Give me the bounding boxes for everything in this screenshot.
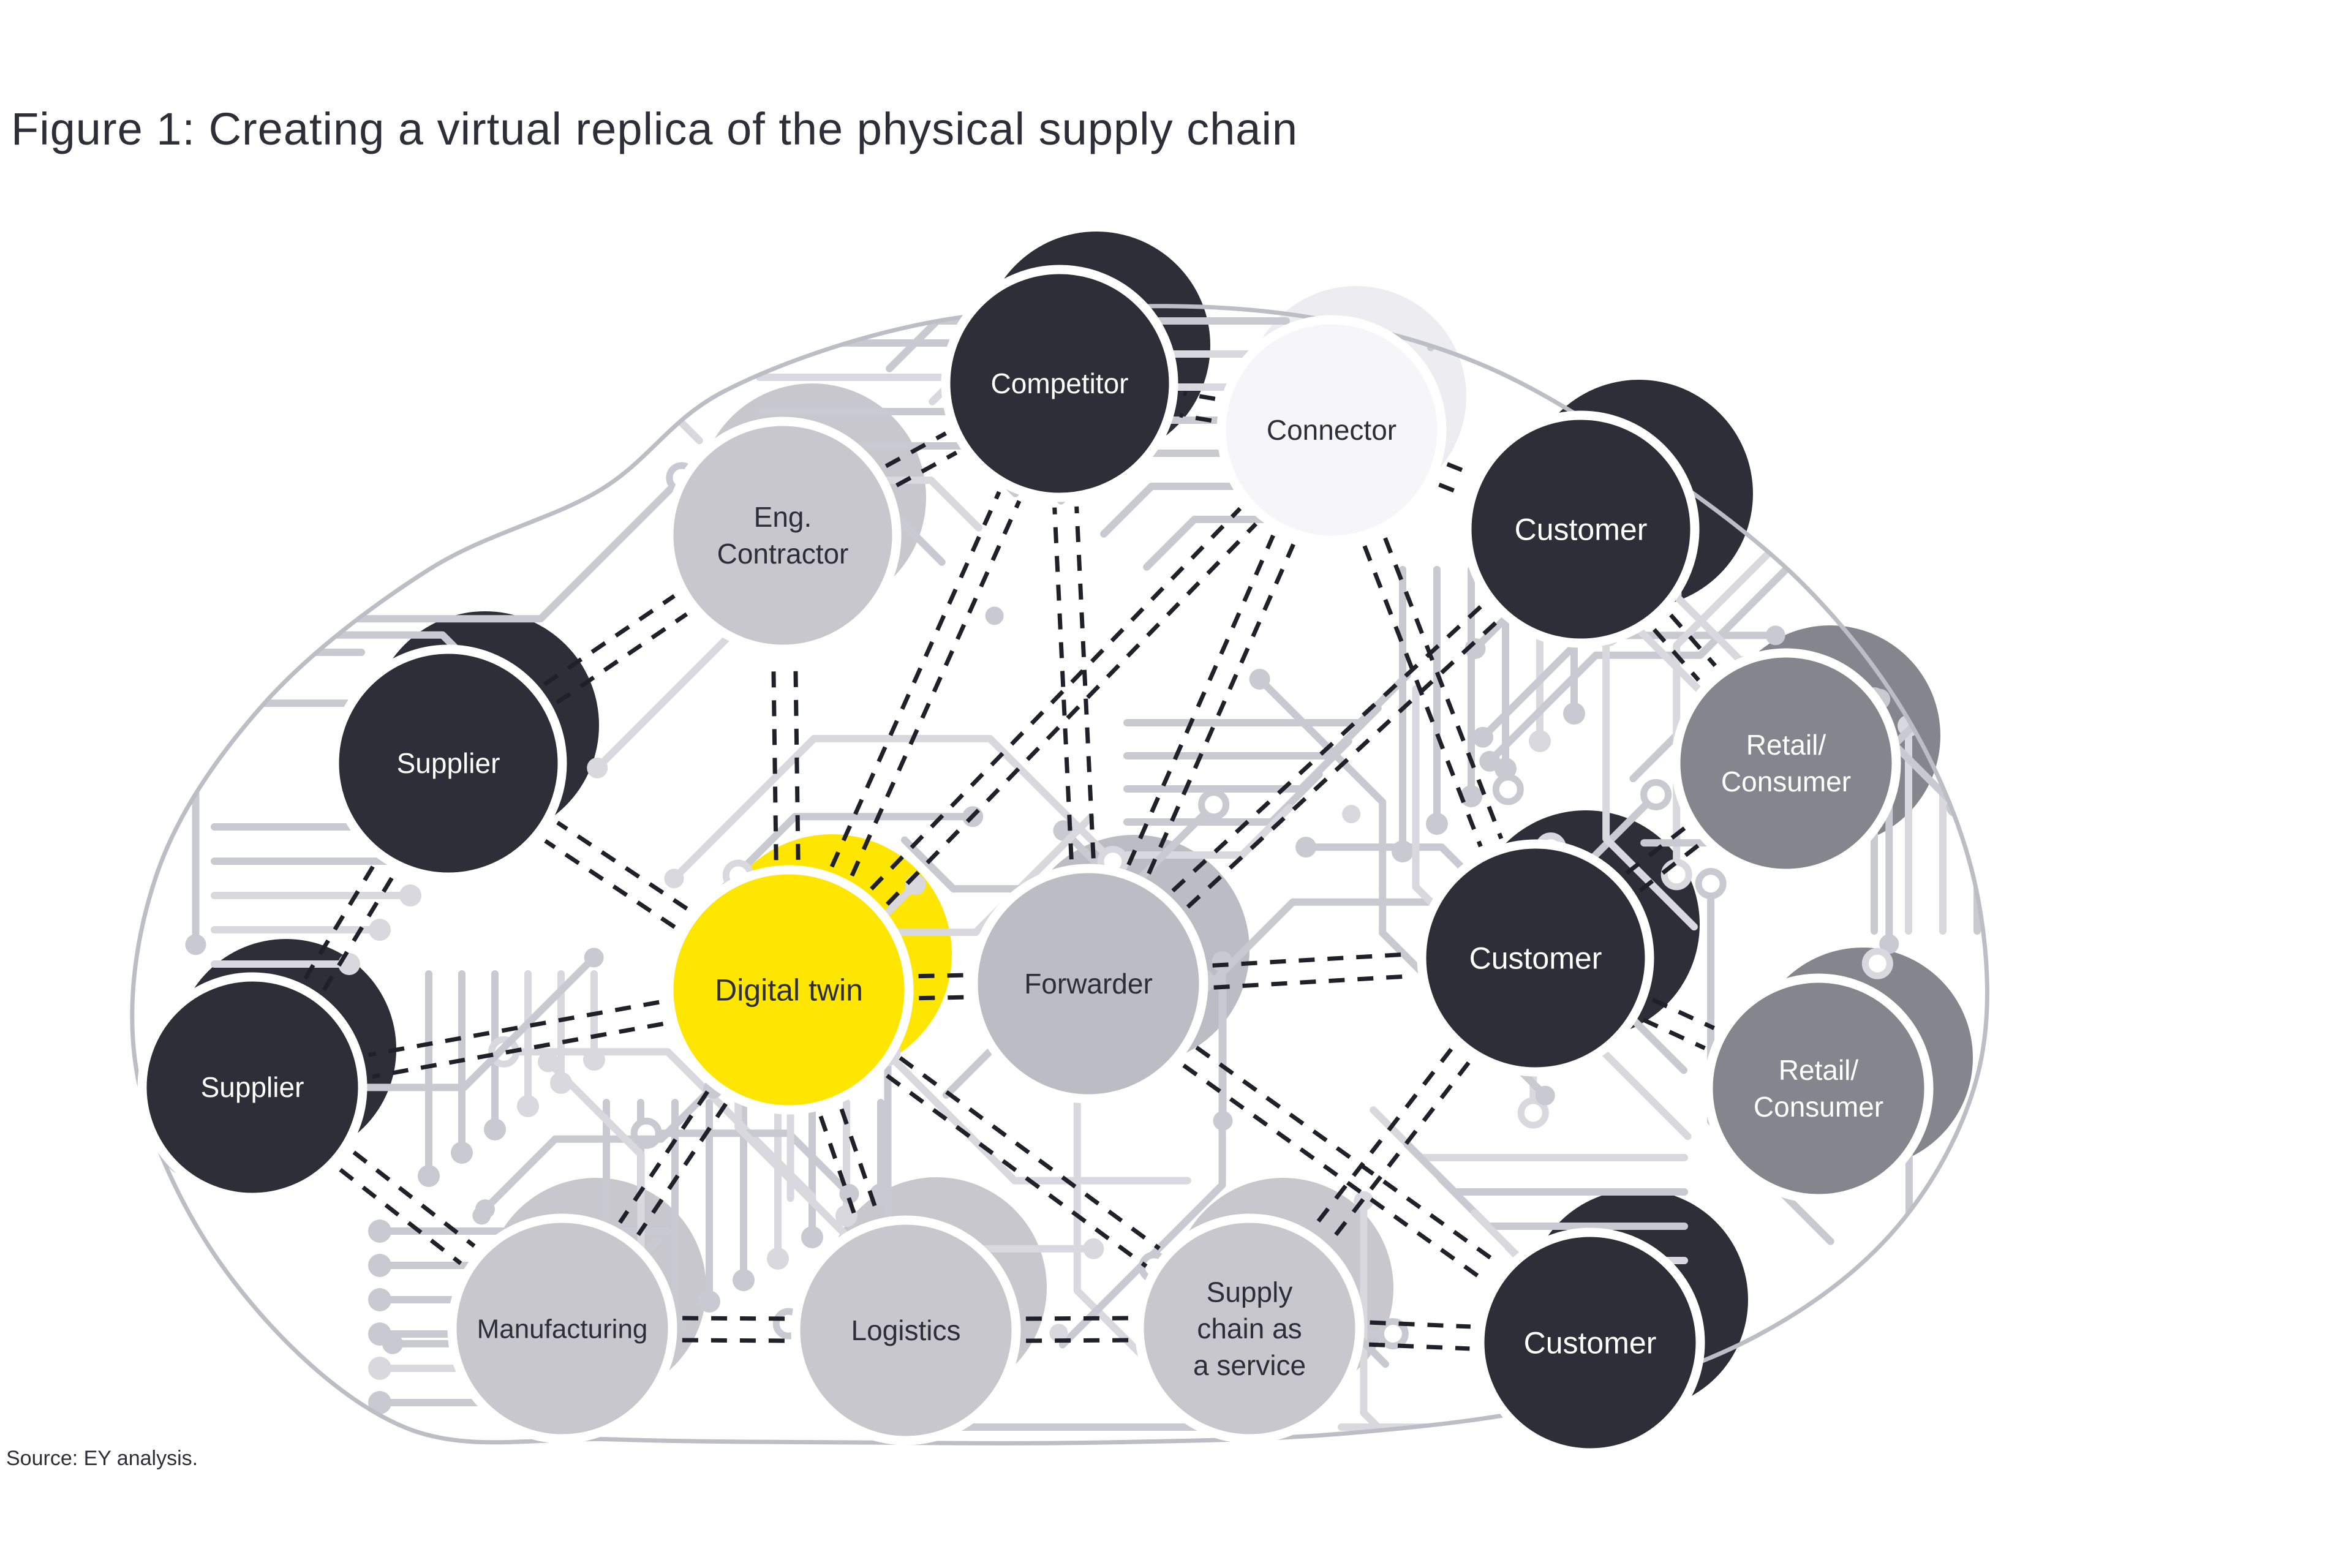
node-label-retail-upper: Retail/Consumer bbox=[1721, 729, 1851, 797]
node-label-logistics: Logistics bbox=[851, 1314, 961, 1346]
edge-digital-twin--logistics bbox=[839, 1108, 880, 1214]
edge-eng-contractor--competitor bbox=[884, 431, 947, 469]
edge-digital-twin--forwarder bbox=[918, 973, 963, 979]
node-circle-digital-twin bbox=[664, 865, 914, 1115]
node-customer-bottom: Customer bbox=[1475, 1227, 1705, 1458]
edge-connector--customer-mid bbox=[1362, 545, 1483, 848]
edge-digital-twin--competitor bbox=[850, 500, 1022, 877]
edge-digital-twin--supplier-upper bbox=[556, 821, 688, 911]
node-retail-upper: Retail/Consumer bbox=[1671, 648, 1901, 878]
edge-customer-mid--retail-lower bbox=[1651, 998, 1716, 1030]
edge-digital-twin--scaas bbox=[899, 1056, 1161, 1251]
edge-digital-twin--supplier-upper bbox=[544, 839, 676, 929]
edge-customer-mid--retail-lower bbox=[1642, 1017, 1706, 1050]
node-circle-supplier-left bbox=[137, 972, 368, 1202]
node-circle-logistics bbox=[791, 1215, 1021, 1446]
node-customer-mid: Customer bbox=[1417, 839, 1654, 1077]
edge-forwarder--competitor bbox=[1052, 507, 1074, 860]
edge-forwarder--connector bbox=[1126, 534, 1275, 866]
node-circle-supplier-upper bbox=[330, 644, 567, 882]
edge-digital-twin--forwarder bbox=[919, 995, 964, 1001]
node-forwarder: Forwarder bbox=[968, 864, 1208, 1104]
node-label-digital-twin: Digital twin bbox=[715, 973, 863, 1008]
node-label-customer-top: Customer bbox=[1515, 513, 1648, 547]
node-circle-competitor bbox=[941, 265, 1178, 502]
node-label-supplier-upper: Supplier bbox=[397, 747, 500, 779]
node-circle-connector bbox=[1216, 315, 1447, 545]
node-label-retail-lower: Retail/Consumer bbox=[1754, 1054, 1883, 1123]
node-circle-customer-mid bbox=[1417, 839, 1654, 1077]
edge-supplier-left--supplier-upper bbox=[322, 873, 396, 992]
edge-forwarder--customer-bottom bbox=[1182, 1063, 1488, 1284]
edge-digital-twin--eng-contractor bbox=[793, 658, 801, 860]
edge-digital-twin--competitor bbox=[829, 491, 1001, 868]
connection-edges bbox=[303, 391, 1717, 1351]
edge-supplier-left--manufacturing bbox=[339, 1167, 462, 1265]
edge-customer-mid--scaas bbox=[1312, 1047, 1453, 1228]
edge-connector--competitor bbox=[1179, 413, 1212, 423]
node-eng-contractor: Eng.Contractor bbox=[664, 417, 902, 654]
edge-forwarder--customer-mid bbox=[1213, 974, 1413, 990]
node-circle-manufacturing bbox=[447, 1213, 677, 1444]
edge-digital-twin--supplier-left bbox=[372, 1022, 664, 1079]
node-circle-scaas bbox=[1134, 1213, 1365, 1444]
edge-connector--customer-top bbox=[1446, 462, 1471, 475]
edge-digital-twin--eng-contractor bbox=[771, 659, 778, 861]
node-logistics: Logistics bbox=[791, 1215, 1021, 1446]
edge-supplier-left--manufacturing bbox=[352, 1150, 476, 1248]
edge-forwarder--customer-bottom bbox=[1195, 1046, 1501, 1266]
edge-connector--competitor bbox=[1183, 391, 1216, 401]
node-circle-forwarder bbox=[968, 864, 1208, 1104]
node-label-forwarder: Forwarder bbox=[1024, 968, 1153, 1000]
node-label-customer-mid: Customer bbox=[1469, 941, 1602, 976]
node-connector: Connector bbox=[1216, 315, 1447, 545]
edge-supplier-upper--eng-contractor bbox=[556, 612, 688, 705]
edge-customer-top--retail-upper bbox=[1653, 628, 1700, 682]
node-supplier-upper: Supplier bbox=[330, 644, 567, 882]
node-competitor: Competitor bbox=[941, 265, 1178, 502]
edge-digital-twin--supplier-left bbox=[368, 1000, 660, 1057]
edge-supplier-left--supplier-upper bbox=[303, 862, 377, 980]
edge-digital-twin--logistics bbox=[818, 1115, 859, 1221]
node-retail-lower: Retail/Consumer bbox=[1703, 973, 1934, 1204]
node-label-eng-contractor: Eng.Contractor bbox=[717, 501, 849, 570]
edge-forwarder--connector bbox=[1147, 543, 1295, 875]
node-digital-twin: Digital twin bbox=[664, 865, 914, 1115]
edge-customer-mid--retail-upper bbox=[1625, 826, 1686, 875]
edge-digital-twin--connector bbox=[870, 507, 1242, 891]
node-supplier-left: Supplier bbox=[137, 972, 368, 1202]
node-circle-retail-upper bbox=[1671, 648, 1901, 878]
node-label-manufacturing: Manufacturing bbox=[477, 1314, 648, 1344]
edge-customer-mid--scaas bbox=[1330, 1061, 1471, 1242]
source-note: Source: EY analysis. bbox=[6, 1447, 198, 1470]
edge-digital-twin--connector bbox=[885, 522, 1258, 906]
nodes: CompetitorConnectorEng.ContractorCustome… bbox=[137, 265, 1934, 1458]
edge-digital-twin--scaas bbox=[886, 1074, 1148, 1268]
edge-forwarder--customer-mid bbox=[1212, 952, 1412, 968]
node-circle-customer-bottom bbox=[1475, 1227, 1705, 1458]
node-circle-retail-lower bbox=[1703, 973, 1934, 1204]
edge-customer-top--retail-upper bbox=[1669, 613, 1717, 668]
edge-connector--customer-mid bbox=[1383, 537, 1504, 840]
edge-supplier-upper--eng-contractor bbox=[543, 594, 676, 687]
node-label-customer-bottom: Customer bbox=[1524, 1326, 1657, 1360]
edge-eng-contractor--competitor bbox=[895, 450, 958, 488]
node-customer-top: Customer bbox=[1462, 410, 1700, 648]
edge-customer-mid--retail-upper bbox=[1638, 843, 1700, 892]
edge-forwarder--competitor bbox=[1074, 506, 1096, 859]
node-manufacturing: Manufacturing bbox=[447, 1213, 677, 1444]
node-circle-customer-top bbox=[1462, 410, 1700, 648]
edge-forwarder--customer-top bbox=[1186, 619, 1499, 909]
edge-connector--customer-top bbox=[1438, 482, 1463, 496]
node-label-competitor: Competitor bbox=[991, 368, 1129, 399]
node-label-supplier-left: Supplier bbox=[201, 1071, 304, 1103]
figure-title: Figure 1: Creating a virtual replica of … bbox=[11, 104, 1298, 154]
node-label-connector: Connector bbox=[1267, 414, 1396, 446]
node-circle-eng-contractor bbox=[664, 417, 902, 654]
